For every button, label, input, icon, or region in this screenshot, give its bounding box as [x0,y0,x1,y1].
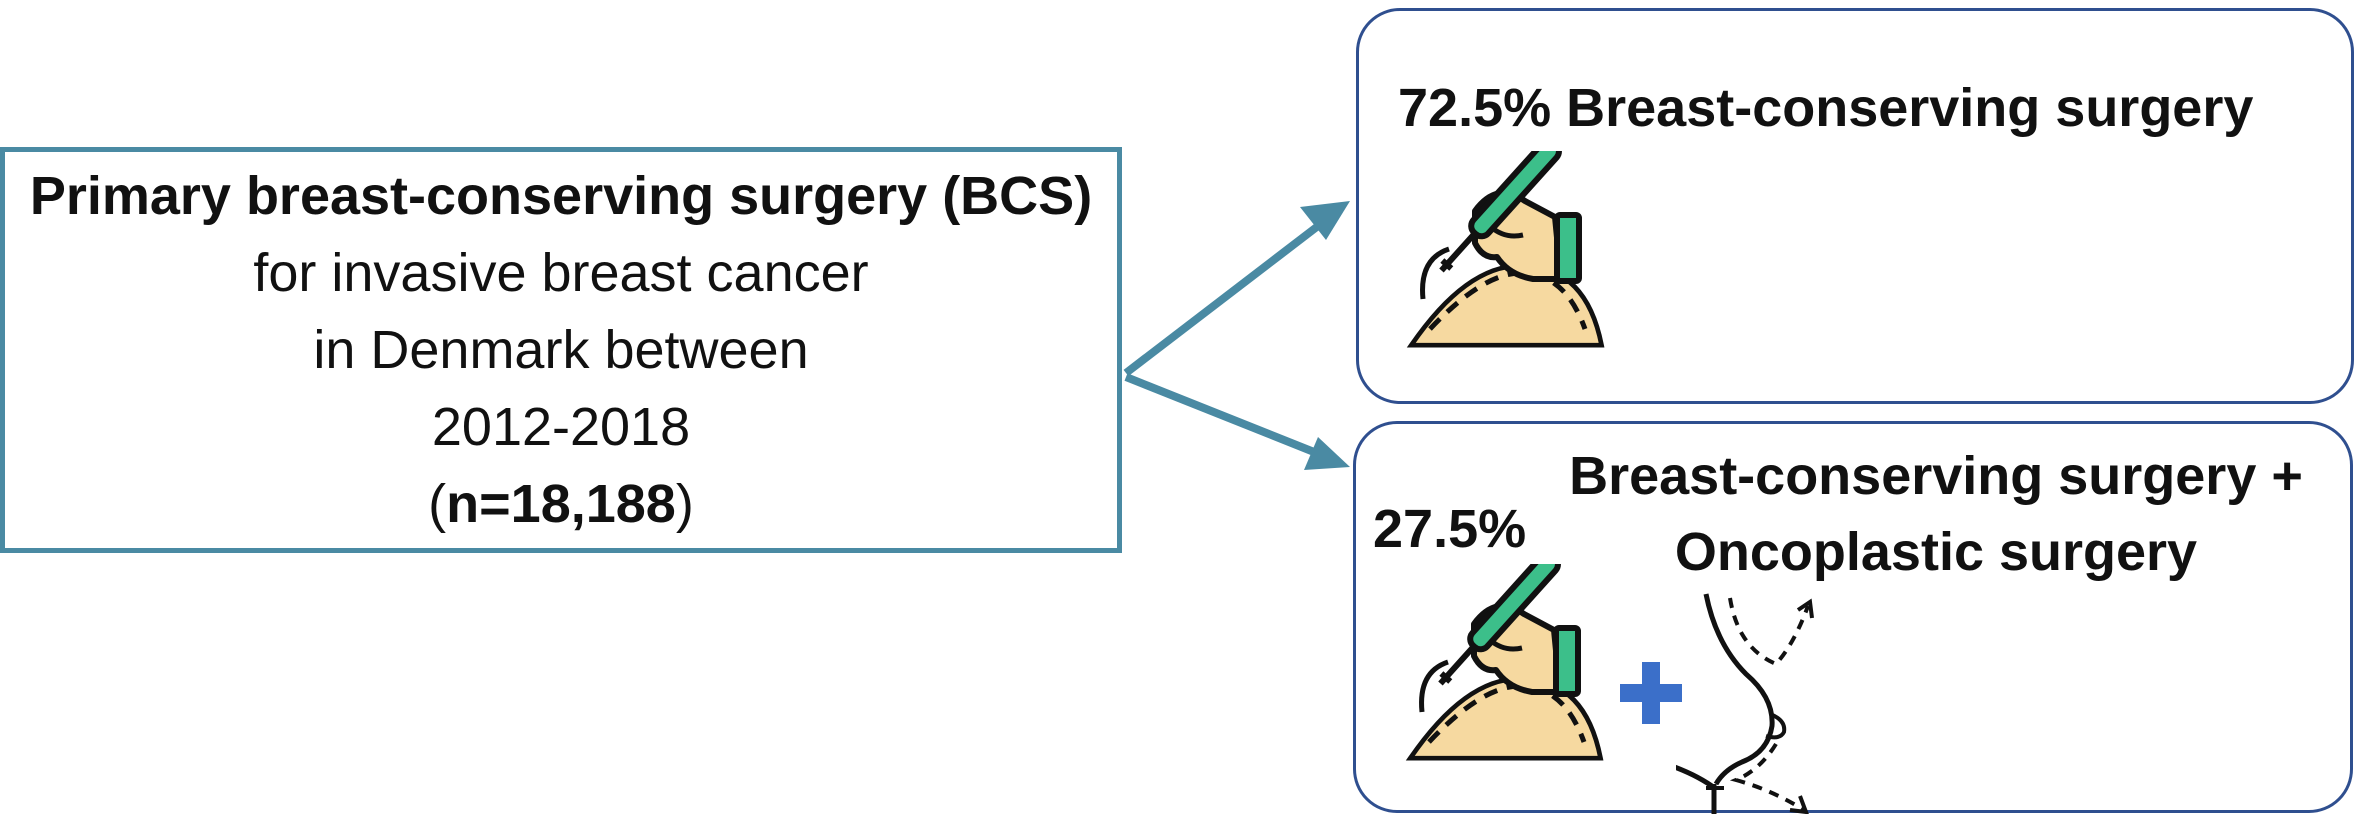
cohort-size-value: n=18,188 [446,473,676,534]
cohort-box: Primary breast-conserving surgery (BCS) … [0,147,1122,553]
outcome-oncoplastic-label-line-1: Breast-conserving surgery + [1569,446,2303,506]
outcome-bcs-title: 72.5% Breast-conserving surgery [1398,78,2254,138]
outcome-oncoplastic-percentage: 27.5% [1373,499,1527,559]
arrow-to-bcs-oncoplastic [1124,373,1350,470]
cohort-subtitle-line-2: in Denmark between [313,319,809,380]
oncoplastic-breast-profile-icon [1676,593,1814,814]
outcome-bcs-oncoplastic-box: 27.5% Breast-conserving surgery + Oncopl… [1353,421,2353,814]
cohort-title: Primary breast-conserving surgery (BCS) [29,165,1093,226]
plus-icon [1620,662,1682,724]
cohort-size-close: ) [675,473,694,534]
arrow-to-bcs [1123,201,1350,377]
cohort-subtitle-line-1: for invasive breast cancer [253,242,869,303]
cohort-period: 2012-2018 [431,396,691,457]
surgery-hand-scalpel-icon [1406,151,1605,348]
cohort-size: (n=18,188) [428,466,694,543]
outcome-bcs-box: 72.5% Breast-conserving surgery [1356,8,2354,404]
cohort-size-open: ( [428,473,447,534]
outcome-oncoplastic-label: Breast-conserving surgery + Oncoplastic … [1556,438,2316,590]
outcome-oncoplastic-label-line-2: Oncoplastic surgery [1674,522,2198,582]
surgery-hand-scalpel-icon [1405,564,1604,761]
